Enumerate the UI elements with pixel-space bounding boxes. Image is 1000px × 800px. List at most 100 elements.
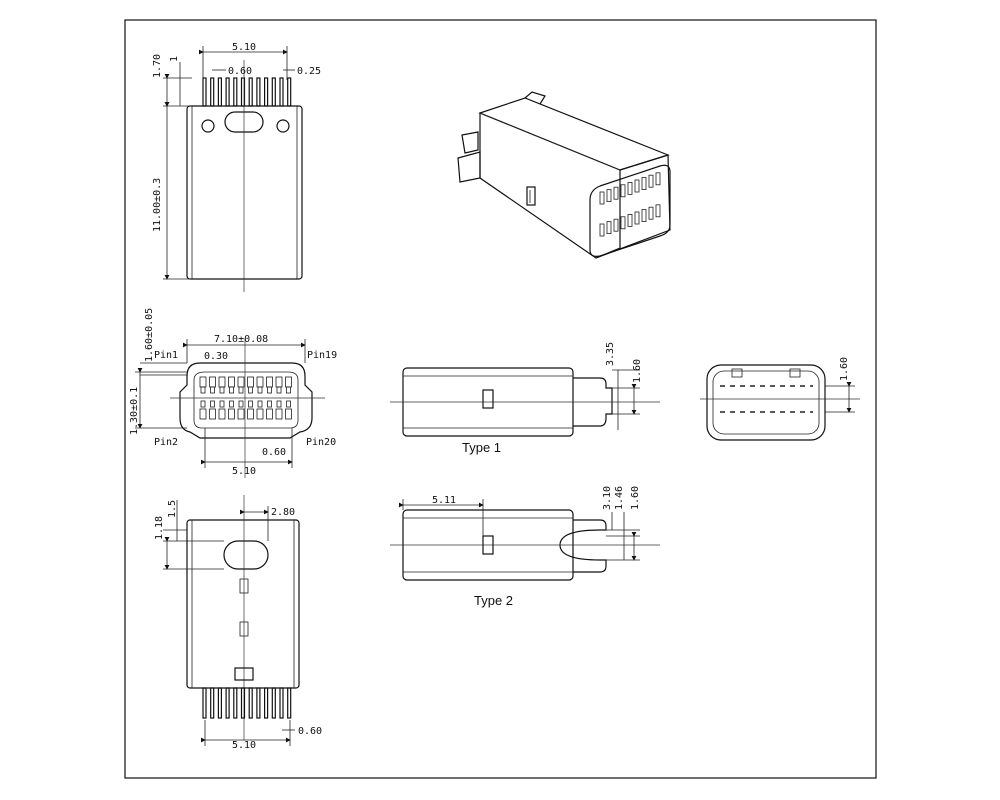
top-pin-row <box>202 77 292 107</box>
front-pin-small: 0.30 <box>204 351 228 362</box>
front-pin <box>247 376 254 388</box>
top-pin <box>271 77 276 107</box>
front-pin-contact <box>257 386 263 394</box>
pin1-label: Pin1 <box>154 350 178 361</box>
front-pin <box>266 376 273 388</box>
front-pin-contact <box>229 386 234 394</box>
front-pin <box>285 376 292 388</box>
iso-contact-top <box>641 177 647 191</box>
top-pin <box>287 77 292 107</box>
front-pin <box>237 376 245 388</box>
iso-contact-top <box>606 189 612 203</box>
end-outline-view: 1.60 <box>700 357 860 441</box>
top-pin <box>256 77 261 107</box>
top-dim-small: 1 <box>169 56 180 62</box>
front-pin <box>285 408 292 420</box>
bottom-pin <box>240 687 246 719</box>
bottom-dim-b: 1.18 <box>154 516 165 540</box>
iso-contact-bottom <box>627 213 633 227</box>
bottom-pin <box>225 687 230 719</box>
iso-contact-top <box>599 191 605 205</box>
front-pin-view: 7.10±0.08 1.60±0.05 0.30 Pin1 Pin19 Pin2… <box>129 308 337 478</box>
front-pin-contact <box>238 386 244 394</box>
front-dim-top: 1.60±0.05 <box>144 308 155 362</box>
top-pin <box>217 77 222 107</box>
pin19-label: Pin19 <box>307 350 337 361</box>
type1-label: Type 1 <box>462 440 501 455</box>
iso-contact-bottom <box>655 204 661 218</box>
iso-contact-bottom <box>613 218 619 232</box>
iso-contact-top <box>613 186 619 200</box>
iso-contact-top <box>620 184 626 198</box>
front-pin <box>228 376 235 388</box>
top-ortho-view: 5.10 0.60 0.25 1.70 1 11.00±0.3 <box>152 42 321 292</box>
bottom-pin <box>217 687 222 719</box>
type1-profile: 3.35 1.60 Type 1 <box>390 342 660 455</box>
front-pin <box>209 376 216 388</box>
front-pin-contact <box>200 386 206 394</box>
front-dim-width: 7.10±0.08 <box>214 334 268 345</box>
iso-contact-top <box>634 179 640 193</box>
front-pin <box>199 376 207 388</box>
front-pin <box>218 376 226 388</box>
front-pin <box>275 376 283 388</box>
end-dim: 1.60 <box>839 357 850 381</box>
type2-label: Type 2 <box>474 593 513 608</box>
front-pin-contact <box>267 400 272 408</box>
front-pin-contact <box>248 400 253 408</box>
front-pin-contact <box>248 386 253 394</box>
front-pin <box>228 408 235 420</box>
front-dim-pitch: 0.60 <box>262 447 286 458</box>
front-pin-contact <box>229 400 234 408</box>
front-pin-contact <box>210 400 215 408</box>
iso-contact-bottom <box>599 223 605 237</box>
bottom-pin <box>256 687 261 719</box>
front-pin <box>256 376 264 388</box>
top-dim-length: 11.00±0.3 <box>152 178 163 232</box>
front-pin <box>247 408 254 420</box>
top-pin <box>233 77 238 107</box>
bottom-pin <box>248 687 253 719</box>
bottom-pin-row <box>202 687 292 719</box>
drawing-frame <box>124 19 877 779</box>
front-pin <box>199 408 207 420</box>
front-pin-contact <box>219 386 225 394</box>
front-pin <box>218 408 226 420</box>
type2-dim-len: 5.11 <box>432 495 456 506</box>
top-pin <box>279 77 284 107</box>
top-pin <box>264 77 269 107</box>
top-dim-pin-gap: 0.25 <box>297 66 321 77</box>
top-pin <box>202 77 207 107</box>
isometric-view <box>457 91 671 259</box>
top-dim-top: 1.70 <box>152 54 163 78</box>
front-pin <box>266 408 273 420</box>
bottom-pin <box>279 687 284 719</box>
iso-contact-bottom <box>620 216 626 230</box>
iso-contact-bottom <box>648 206 654 220</box>
front-pin-rows <box>199 376 292 420</box>
pin2-label: Pin2 <box>154 437 178 448</box>
isometric-contacts <box>599 172 661 237</box>
front-pin-contact <box>257 400 263 408</box>
top-pin <box>240 77 246 107</box>
front-pin-contact <box>276 386 282 394</box>
front-pin-contact <box>286 400 291 408</box>
iso-contact-top <box>648 174 654 188</box>
front-pin-contact <box>219 400 225 408</box>
front-pin-contact <box>276 400 282 408</box>
iso-contact-bottom <box>634 211 640 225</box>
front-pin <box>256 408 264 420</box>
bottom-pin <box>271 687 276 719</box>
bottom-dim-c: 2.80 <box>271 507 295 518</box>
bottom-pin <box>202 687 207 719</box>
front-pin-contact <box>286 386 291 394</box>
iso-contact-top <box>655 172 661 186</box>
top-dim-width: 5.10 <box>232 42 256 53</box>
type2-dim-c: 1.60 <box>630 486 641 510</box>
type1-dim-inner: 1.60 <box>632 359 643 383</box>
bottom-pin <box>233 687 238 719</box>
type2-profile: 5.11 3.10 1.46 1.60 Type 2 <box>390 486 660 608</box>
front-dim-bottom-width: 5.10 <box>232 466 256 477</box>
top-dim-pin-width: 0.60 <box>228 66 252 77</box>
